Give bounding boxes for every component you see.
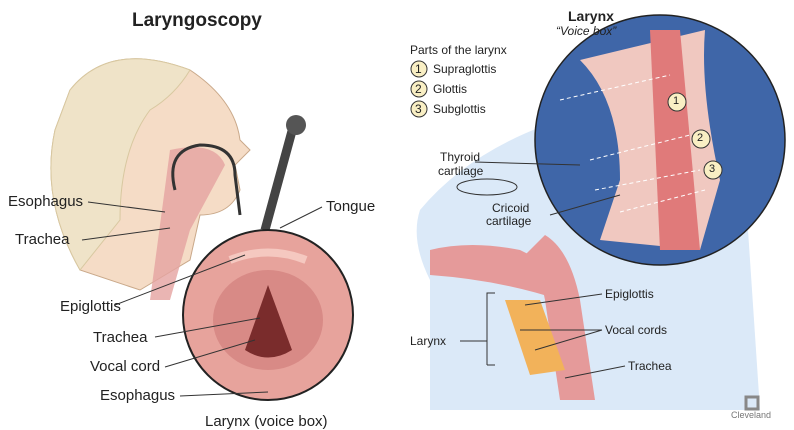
inset-marker-2: 2	[697, 132, 704, 144]
part-1-num: 1	[415, 62, 422, 76]
part-1-label: Supraglottis	[433, 62, 497, 76]
label-trachea-top: Trachea	[15, 231, 70, 248]
label-trachea: Trachea	[93, 329, 148, 346]
hair	[50, 58, 191, 271]
label-esophagus: Esophagus	[100, 387, 176, 404]
label-esophagus-top: Esophagus	[8, 193, 84, 210]
bottom-caption: Larynx (voice box)	[205, 413, 328, 430]
part-3-num: 3	[415, 102, 422, 116]
right-title: Larynx	[568, 8, 614, 24]
parts-heading: Parts of the larynx	[410, 43, 507, 57]
throat	[520, 235, 595, 400]
airway	[150, 147, 225, 300]
label-epiglottis: Epiglottis	[60, 298, 121, 315]
inset-marker-3: 3	[709, 163, 716, 175]
cleveland-logo: Cleveland	[731, 410, 772, 420]
endoscope-tube	[171, 143, 242, 216]
part-3-label: Subglottis	[433, 102, 486, 116]
cleveland-logo-mark	[744, 395, 760, 411]
label-larynx: Larynx	[410, 334, 447, 348]
label-cricoid-1: Cricoid	[492, 201, 530, 215]
label-epiglottis-right: Epiglottis	[605, 287, 654, 301]
larynx-cartilage	[505, 300, 565, 375]
glottis-opening	[245, 285, 292, 358]
part-2-label: Glottis	[433, 82, 468, 96]
part-2-num: 2	[415, 82, 422, 96]
label-tongue: Tongue	[326, 198, 376, 215]
illustration	[50, 14, 786, 411]
endoscope	[260, 118, 300, 232]
inset-markers	[667, 92, 723, 180]
label-thyroid-1: Thyroid	[440, 150, 481, 164]
label-trachea-right: Trachea	[628, 359, 672, 373]
label-cricoid-2: cartilage	[486, 214, 532, 228]
label-thyroid-2: cartilage	[438, 164, 484, 178]
label-vocal-cords: Vocal cords	[605, 323, 668, 337]
label-vocal-cord: Vocal cord	[90, 358, 161, 375]
right-subtitle: “Voice box”	[556, 24, 617, 38]
left-title: Laryngoscopy	[132, 10, 262, 31]
inset-marker-1: 1	[673, 95, 680, 107]
